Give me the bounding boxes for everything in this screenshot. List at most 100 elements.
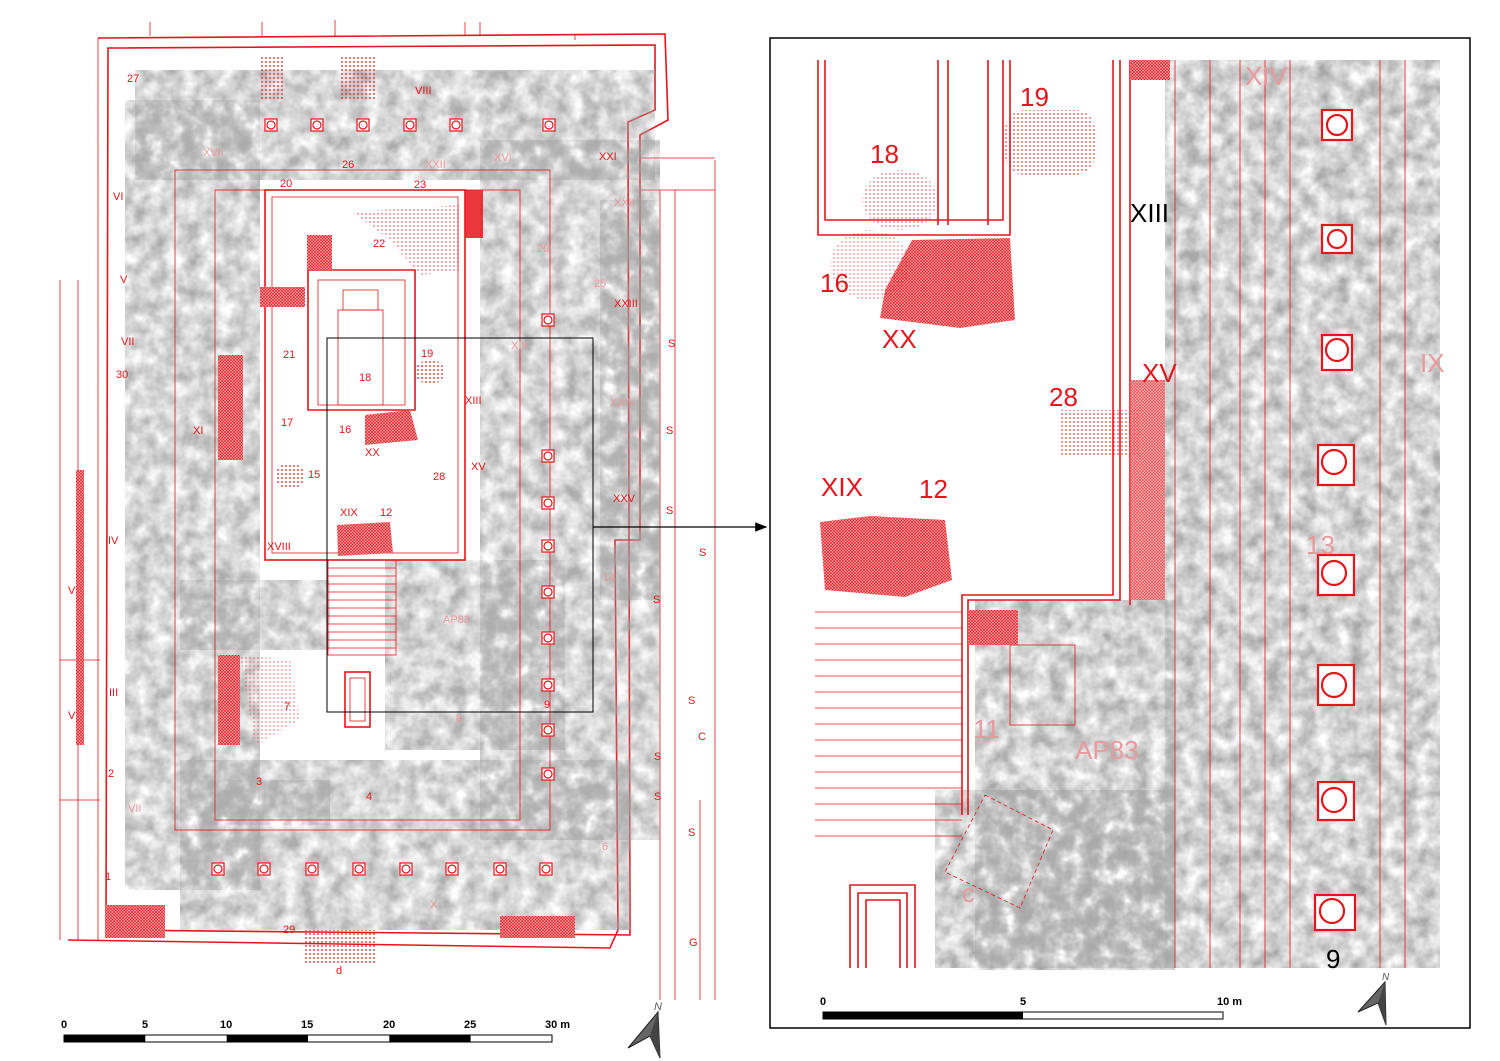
plan-label: XI	[193, 425, 203, 437]
scale-tick: 5	[142, 1019, 148, 1031]
plan-label: XX	[882, 324, 917, 354]
plan-label: 19	[421, 348, 433, 360]
feature-xx	[365, 410, 418, 445]
plan-label: S	[654, 791, 661, 803]
plan-label: 23	[414, 179, 426, 191]
plan-label: 28	[433, 471, 445, 483]
plan-label: 26	[342, 159, 354, 171]
plan-label: XIX	[340, 507, 358, 519]
plan-label: G	[689, 937, 698, 949]
plan-label: 21	[283, 349, 295, 361]
plan-label: 14	[603, 572, 615, 584]
plan-label: IX	[1420, 348, 1445, 378]
detail-colonnade	[1313, 108, 1357, 932]
detail-labels: 19 18 XIII 16 XX XV 28 XIX 12 XIV IX 13 …	[820, 61, 1445, 974]
plan-label: 4	[366, 791, 372, 803]
plan-label: 6	[602, 841, 608, 853]
column-row-south	[211, 862, 553, 876]
plan-label: 13	[1306, 530, 1335, 560]
north-arrow-icon: N	[627, 1001, 662, 1059]
column-row-east	[541, 313, 555, 781]
temple	[307, 269, 416, 411]
plan-label: 18	[359, 372, 371, 384]
plan-label: S	[654, 751, 661, 763]
plan-label: XVII	[203, 147, 224, 159]
plan-label: 30	[116, 369, 128, 381]
plan-label: 7	[284, 701, 290, 713]
plan-label: V	[120, 274, 128, 286]
scale-tick: 25	[464, 1019, 476, 1031]
colonnade	[211, 118, 556, 876]
plan-label: AP83	[443, 614, 470, 626]
plan-label: XXI	[599, 151, 617, 163]
plan-label: VII	[128, 803, 141, 815]
plan-label: 9	[544, 699, 550, 711]
altar	[344, 671, 371, 728]
plan-label: 2	[108, 768, 114, 780]
plan-label: 8	[456, 713, 462, 725]
plan-label: V	[68, 710, 76, 722]
temple-steps	[327, 559, 397, 656]
plan-label: VI	[113, 191, 123, 203]
plan-label: XXV	[613, 493, 636, 505]
scale-tick: 20	[383, 1019, 395, 1031]
plan-label: XVI	[494, 152, 512, 164]
plan-label: 12	[380, 507, 392, 519]
scale-tick: 5	[1020, 996, 1026, 1008]
detail-panel: 19 18 XIII 16 XX XV 28 XIX 12 XIV IX 13 …	[769, 37, 1471, 1029]
plan-label: 18	[870, 139, 899, 169]
detail-survey-overlay	[935, 60, 1440, 970]
plan-label: XXII	[614, 197, 635, 209]
feature-xix	[337, 522, 393, 556]
plan-label: c	[962, 878, 975, 908]
feature-xix	[820, 516, 952, 597]
plan-label: 19	[1020, 82, 1049, 112]
plan-label: S	[666, 425, 673, 437]
plan-label: 3	[256, 776, 262, 788]
plan-label: 17	[281, 417, 293, 429]
plan-label: 27	[127, 73, 139, 85]
plan-label: 1	[105, 871, 111, 883]
plan-label: 9	[1326, 944, 1340, 974]
site-plan: 27 VIII XVII 26 XXII XVI XXI 20 23 VI XX…	[59, 20, 768, 1000]
plan-label: XIX	[821, 472, 863, 502]
plan-label: III	[109, 687, 118, 699]
scale-tick: 15	[301, 1019, 313, 1031]
plan-label: XX	[365, 447, 380, 459]
scale-tick: 30 m	[545, 1019, 570, 1031]
plan-label: 20	[537, 243, 549, 255]
plan-label: AP83	[1075, 735, 1139, 765]
plan-label: 20	[280, 178, 292, 190]
plan-label: 25	[594, 278, 606, 290]
plan-label: XXIV	[610, 397, 636, 409]
plan-label: XIV	[511, 340, 529, 352]
plan-label: VIII	[415, 85, 432, 97]
steps	[815, 611, 962, 837]
north-label: N	[654, 1001, 662, 1013]
scale-tick: 0	[820, 996, 826, 1008]
plan-label: S	[666, 505, 673, 517]
plan-label: XXII	[425, 159, 446, 171]
column-row-north	[264, 118, 556, 132]
plan-label: 28	[1049, 382, 1078, 412]
scale-bar-detail: 0 5 10 m	[820, 996, 1242, 1020]
hatched-wall	[76, 470, 84, 745]
plan-label: XV	[1142, 358, 1177, 388]
scale-tick: 10 m	[1217, 996, 1242, 1008]
plan-label: XV	[471, 461, 486, 473]
geophysical-survey-overlay	[125, 70, 660, 930]
altar	[849, 884, 916, 968]
plan-labels: 27 VIII XVII 26 XXII XVI XXI 20 23 VI XX…	[68, 73, 706, 977]
plan-label: XIII	[465, 395, 482, 407]
plan-label: C	[698, 731, 706, 743]
plan-label: XXIII	[614, 298, 638, 310]
plan-label: 12	[919, 474, 948, 504]
plan-label: XIII	[1130, 198, 1169, 228]
scale-tick: 0	[61, 1019, 67, 1031]
plan-label: XVIII	[267, 541, 291, 553]
scale-bar-left: 0 5 10 15 20 25 30 m	[61, 1019, 570, 1043]
plan-label: 15	[308, 469, 320, 481]
detail-extent-box	[326, 337, 594, 713]
plan-label: d	[336, 965, 342, 977]
